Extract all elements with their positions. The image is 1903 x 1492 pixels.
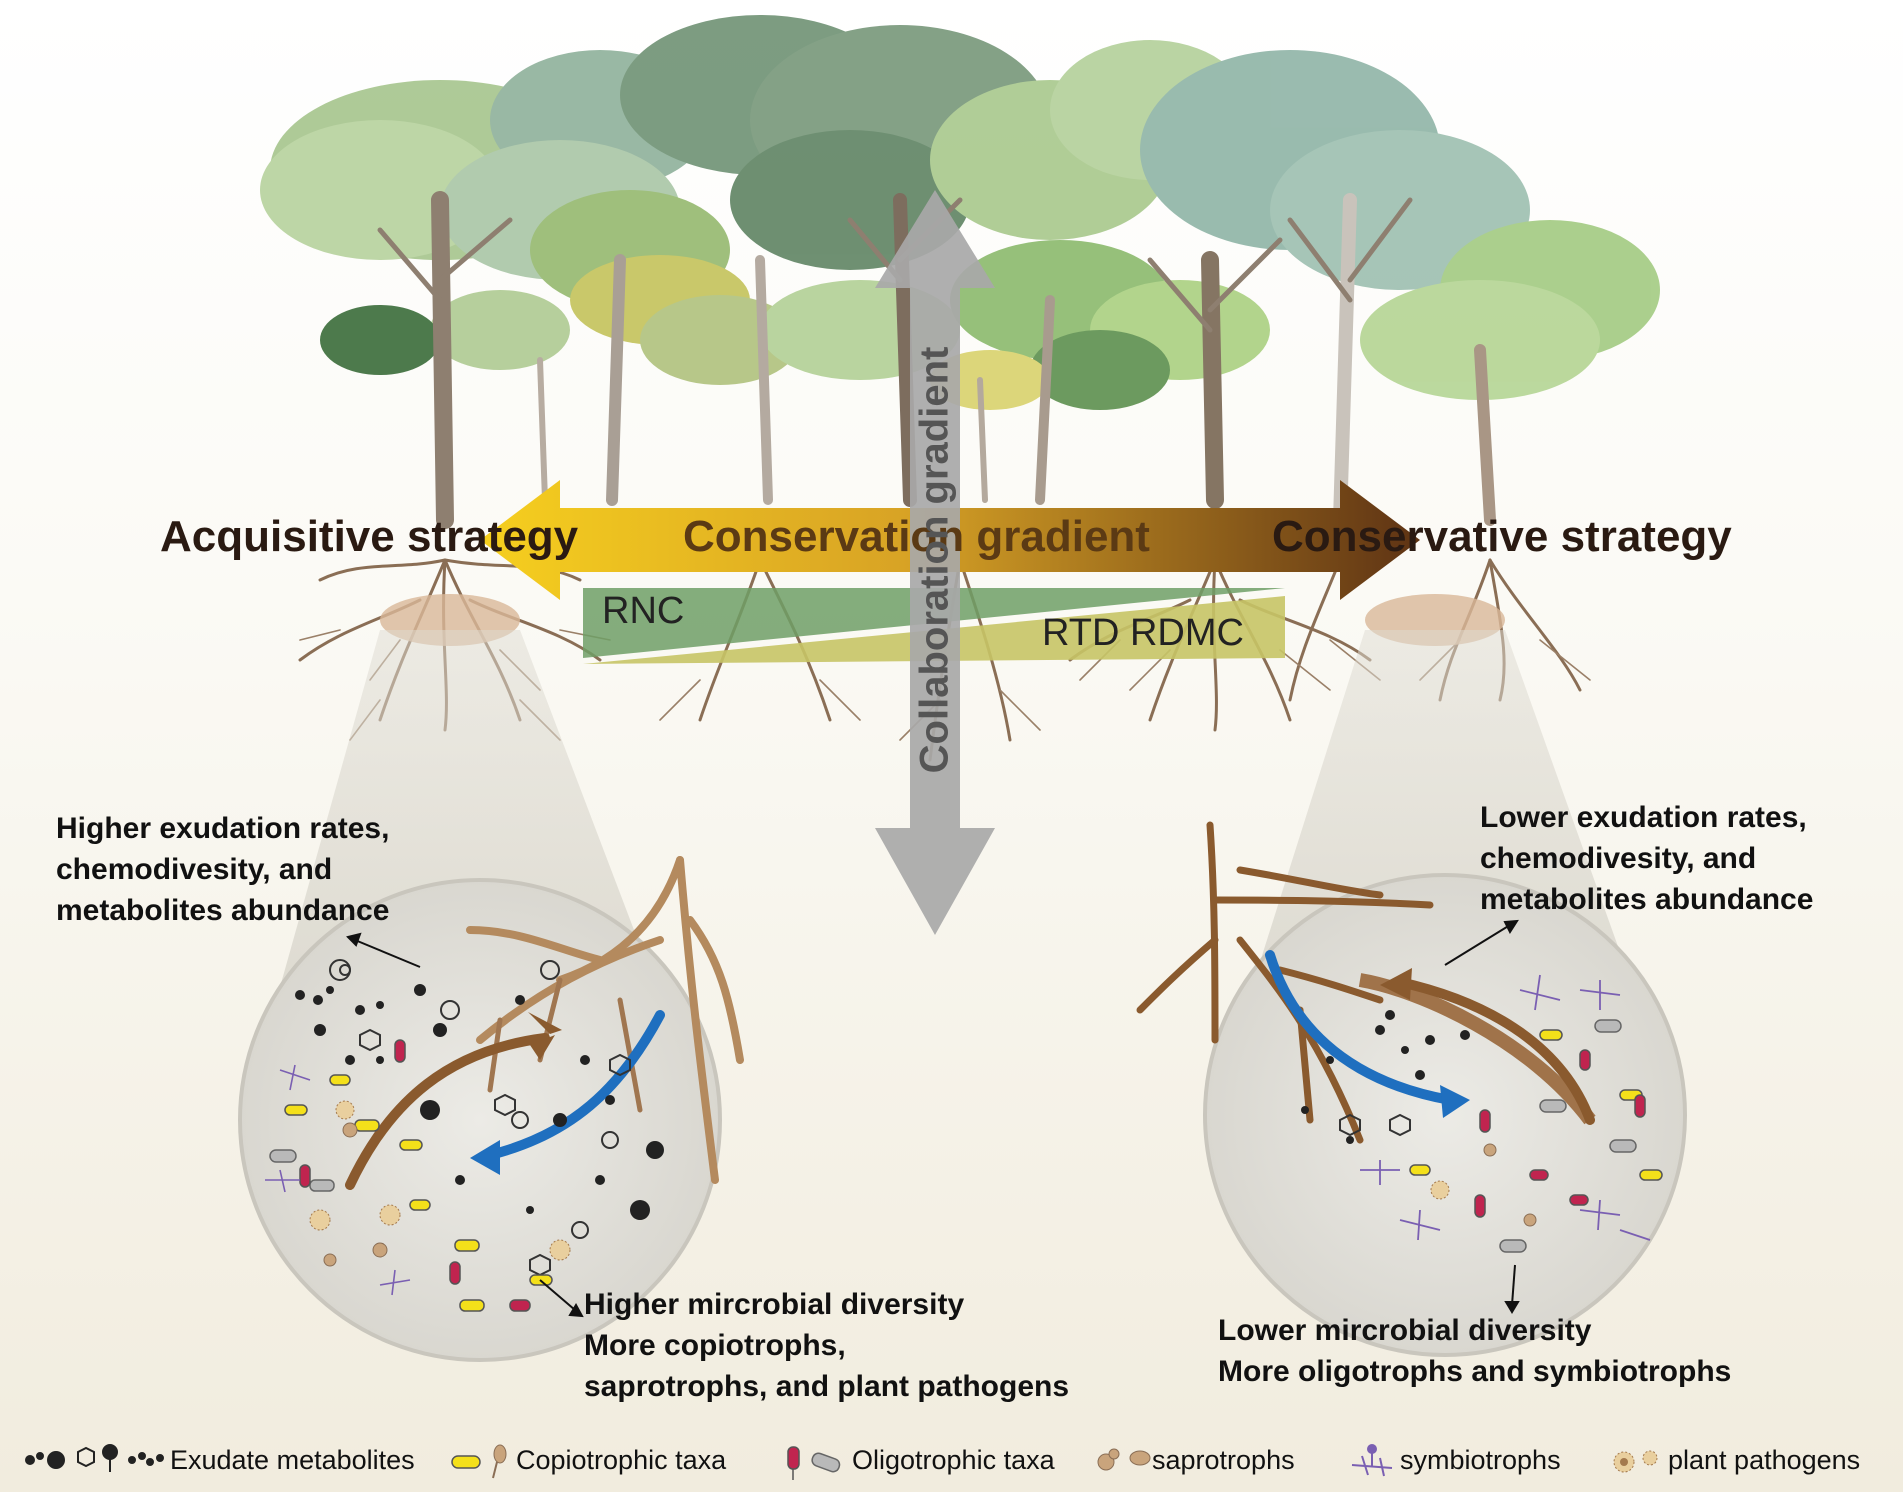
legend-icons xyxy=(25,1444,1658,1480)
legend-item-oligotrophic: Oligotrophic taxa xyxy=(852,1444,1055,1475)
rtd-rdmc-trait-label: RTD RDMC xyxy=(1042,612,1244,654)
plant-pathogens-icon xyxy=(1613,1450,1658,1473)
rhizosphere-magnifier-right xyxy=(1136,821,1687,1357)
right-microbes-text: Lower mircrobial diversity More oligotro… xyxy=(1218,1314,1732,1388)
callout-arrows xyxy=(346,919,1520,1318)
legend-item-plant-pathogens: plant pathogens xyxy=(1668,1444,1861,1475)
saprotrophs-icon xyxy=(1097,1448,1151,1471)
copiotrophic-taxa-icon xyxy=(451,1444,507,1479)
symbiotrophs-icon xyxy=(1351,1444,1393,1477)
legend-item-copiotrophic: Copiotrophic taxa xyxy=(516,1444,727,1475)
forest-canopy xyxy=(260,15,1660,529)
exudate-metabolites-icon xyxy=(25,1444,164,1472)
conservation-gradient-label: Conservation gradient xyxy=(683,512,1150,561)
acquisitive-strategy-label: Acquisitive strategy xyxy=(160,512,579,561)
legend: Exudate metabolites Copiotrophic taxa Ol… xyxy=(16,1437,1886,1483)
legend-item-exudate: Exudate metabolites xyxy=(170,1444,415,1475)
legend-item-saprotrophs: saprotrophs xyxy=(1152,1444,1295,1475)
legend-item-symbiotrophs: symbiotrophs xyxy=(1400,1444,1561,1475)
left-exudation-text: Higher exudation rates, chemodivesity, a… xyxy=(56,812,390,927)
rhizosphere-magnifier-left xyxy=(238,856,744,1362)
oligotrophic-taxa-icon xyxy=(787,1446,841,1480)
right-exudation-text: Lower exudation rates, chemodivesity, an… xyxy=(1480,801,1814,916)
rnc-trait-label: RNC xyxy=(602,590,685,632)
collaboration-gradient-arrow xyxy=(875,190,995,935)
conservative-strategy-label: Conservative strategy xyxy=(1272,512,1732,561)
collaboration-gradient-label: Collaboration gradient xyxy=(912,346,957,774)
left-microbes-text: Higher mircrobial diversity More copiotr… xyxy=(584,1288,1070,1403)
